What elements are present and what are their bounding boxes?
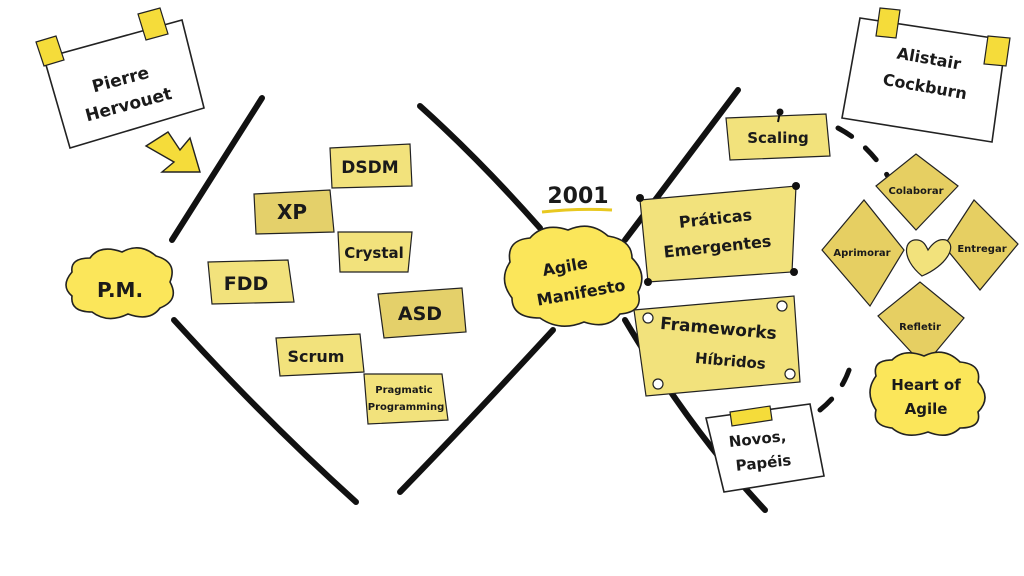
petal-reflect (877, 281, 965, 367)
svg-text:Crystal: Crystal (344, 244, 404, 262)
svg-text:Scrum: Scrum (288, 347, 345, 366)
svg-text:Agile: Agile (905, 400, 948, 418)
method-dsdm: DSDM (329, 143, 413, 189)
alistair-cockburn-note: Alistair Cockburn (841, 7, 1011, 143)
svg-text:Aprimorar: Aprimorar (833, 248, 890, 259)
year-label: 2001 (547, 184, 608, 209)
svg-text:FDD: FDD (224, 273, 269, 295)
pm-label: P.M. (97, 278, 143, 302)
arrow-icon (144, 131, 201, 173)
svg-text:XP: XP (277, 200, 307, 224)
svg-text:Heart of: Heart of (891, 376, 961, 394)
svg-text:ASD: ASD (398, 303, 442, 325)
svg-text:Papéis: Papéis (735, 451, 792, 475)
svg-text:Scaling: Scaling (747, 129, 809, 147)
svg-text:Refletir: Refletir (899, 322, 941, 333)
heart-icon (905, 239, 952, 277)
method-asd: ASD (377, 287, 467, 339)
novos-papeis-note: Novos, Papéis (705, 403, 825, 493)
dashed-line-top (835, 125, 905, 208)
year-underline (541, 207, 613, 214)
petal-collaborate (875, 153, 959, 231)
petal-deliver (943, 199, 1019, 291)
pierre-hervouet-note: Pierre Hervouet (35, 7, 205, 149)
method-xp: XP (253, 189, 335, 235)
heart-of-agile-cloud: Heart of Agile (869, 351, 986, 436)
svg-text:Programming: Programming (368, 402, 445, 413)
petal-improve (821, 199, 905, 308)
heart-of-agile-diagram: Colaborar Entregar Refletir Aprimorar (821, 153, 1019, 367)
svg-text:Colaborar: Colaborar (888, 186, 943, 197)
svg-text:DSDM: DSDM (341, 158, 398, 178)
praticas-emergentes-note: Práticas Emergentes (636, 182, 800, 286)
svg-text:Novos,: Novos, (728, 427, 787, 451)
pm-cloud: P.M. (65, 247, 175, 320)
method-scrum: Scrum (275, 333, 365, 377)
agile-manifesto-cloud: Agile Manifesto (503, 225, 643, 327)
method-pragmatic-programming: Pragmatic Programming (363, 373, 449, 425)
left-diamond (169, 95, 556, 505)
svg-text:Entregar: Entregar (957, 244, 1006, 255)
svg-text:Pragmatic: Pragmatic (375, 385, 433, 396)
scaling-note: Scaling (725, 108, 831, 161)
dashed-line-bottom (817, 357, 855, 413)
frameworks-hibridos-note: Frameworks Híbridos (633, 295, 801, 397)
method-crystal: Crystal (337, 231, 413, 273)
method-fdd: FDD (207, 259, 295, 305)
